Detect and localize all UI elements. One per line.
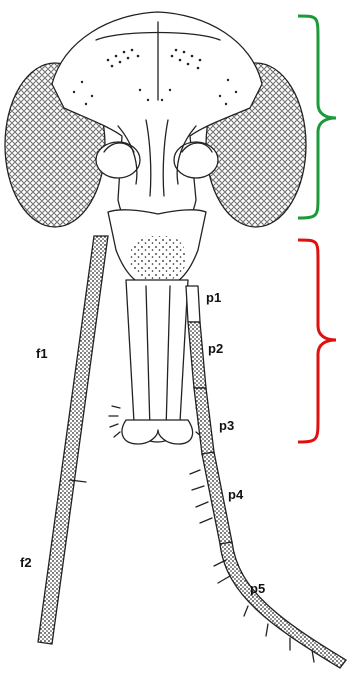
right-antennal-socket xyxy=(174,142,218,178)
clypeus-stipple xyxy=(130,236,186,280)
antenna-flagellum xyxy=(38,236,108,644)
left-antennal-socket xyxy=(96,142,140,178)
lower-bracket xyxy=(298,240,336,442)
label-p4: p4 xyxy=(228,487,244,502)
proboscis xyxy=(126,280,188,442)
label-p3: p3 xyxy=(219,418,234,433)
label-p5: p5 xyxy=(250,581,265,596)
label-p1: p1 xyxy=(206,290,221,305)
label-f1: f1 xyxy=(36,346,48,361)
label-p2: p2 xyxy=(208,341,223,356)
label-f2: f2 xyxy=(20,555,32,570)
